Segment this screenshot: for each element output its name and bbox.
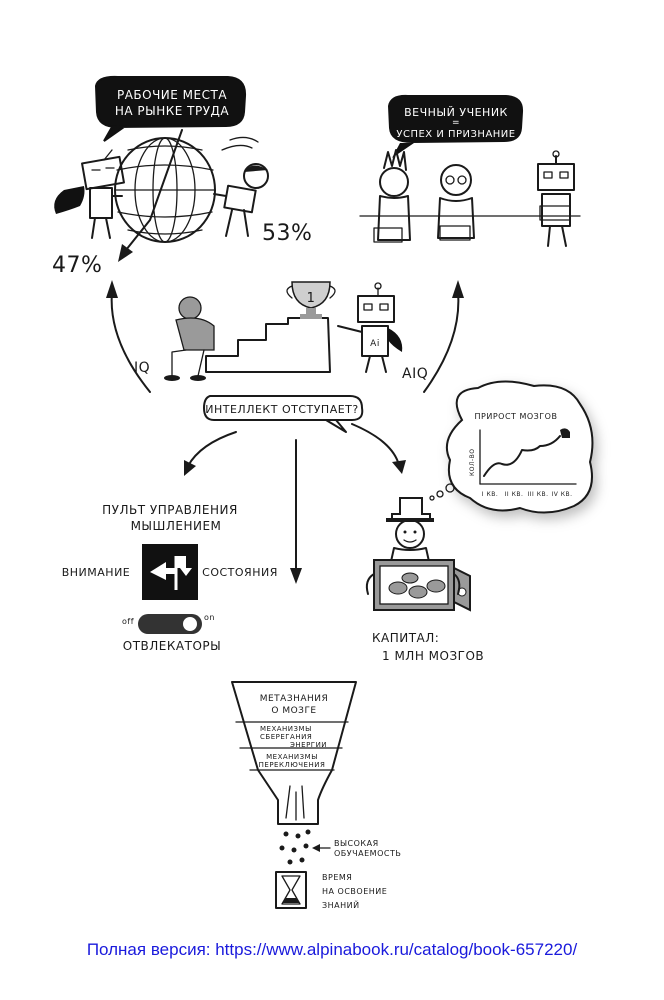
- arrowhead-icon: [290, 568, 302, 584]
- capital-scene: КАПИТАЛ: 1 МЛН МОЗГОВ: [365, 497, 484, 663]
- arrowhead-icon: [106, 280, 118, 298]
- x-tick-4: IV КВ.: [551, 491, 572, 498]
- right-down-arrow: [351, 423, 399, 463]
- jobs-bubble-line2: НА РЫНКЕ ТРУДА: [115, 104, 230, 118]
- pct-right-label: 53%: [262, 221, 312, 246]
- funnel-band2-line3: ЭНЕРГИИ: [290, 741, 327, 749]
- jobs-bubble: [94, 75, 247, 142]
- globe-icon: [114, 137, 216, 243]
- student-bubble: [388, 94, 524, 158]
- arrowhead-icon: [392, 460, 406, 474]
- arrowhead-icon: [118, 244, 133, 262]
- growth-chart-ylabel: КОЛ-ВО: [469, 449, 476, 477]
- stairs-podium: [205, 317, 331, 373]
- hourglass-icon: [275, 871, 307, 909]
- thinking-man-icon: [164, 296, 215, 381]
- student-bubble-line1: ВЕЧНЫЙ УЧЕНИК: [404, 106, 508, 119]
- high-learnability-line1: ВЫСОКАЯ: [334, 839, 379, 848]
- arrowhead-icon: [184, 460, 196, 476]
- capital-line2: 1 МЛН МОЗГОВ: [382, 649, 484, 663]
- question-bubble: [203, 395, 364, 433]
- toggle-on-label: on: [204, 613, 215, 622]
- funnel-band1-line1: МЕТАЗНАНИЯ: [260, 694, 329, 704]
- pct-left-label: 47%: [52, 253, 102, 278]
- right-up-arrow: [423, 291, 460, 393]
- funnel-band3-line2: ПЕРЕКЛЮЧЕНИЯ: [259, 761, 326, 769]
- full-version-link[interactable]: Полная версия: https://www.alpinabook.ru…: [86, 940, 578, 959]
- student-bubble-eq: =: [452, 118, 460, 128]
- capital-line1: КАПИТАЛ:: [372, 631, 439, 645]
- podium-scene: IQ AIQ 1 Ai: [106, 280, 464, 584]
- down-arrow: [125, 129, 183, 251]
- funnel-band2-line1: МЕХАНИЗМЫ: [260, 725, 312, 733]
- man-pusher-icon: [213, 136, 269, 237]
- iq-label: IQ: [134, 360, 150, 376]
- time-label-line3: ЗНАНИЙ: [322, 899, 360, 910]
- left-up-arrow: [110, 291, 151, 393]
- trophy-icon: 1: [286, 281, 336, 319]
- eternal-student-scene: ВЕЧНЫЙ УЧЕНИК = УСПЕХ И ПРИЗНАНИЕ: [359, 94, 581, 247]
- top-hat-man-icon: [386, 497, 434, 567]
- funnel-body: [231, 681, 357, 825]
- brain-growth-cloud: ПРИРОСТ МОЗГОВ КОЛ-ВО I КВ. II КВ. III К…: [429, 380, 594, 514]
- control-panel-scene: ПУЛЬТ УПРАВЛЕНИЯ МЫШЛЕНИЕМ ВНИМАНИЕ СОСТ…: [62, 503, 278, 653]
- distractors-label: ОТВЛЕКАТОРЫ: [123, 639, 221, 653]
- x-tick-3: III КВ.: [528, 491, 549, 498]
- robot-pusher-icon: [54, 149, 125, 239]
- jobs-bubble-line1: РАБОЧИЕ МЕСТА: [117, 88, 227, 102]
- attention-label: ВНИМАНИЕ: [62, 566, 131, 579]
- two-way-arrow-icon: [150, 556, 192, 590]
- student-elder-icon: [437, 164, 475, 241]
- control-panel-title-line2: МЫШЛЕНИЕМ: [131, 519, 222, 533]
- funnel-band1-line2: О МОЗГЕ: [271, 706, 316, 716]
- x-tick-1: I КВ.: [482, 491, 498, 498]
- funnel-band2-line2: СБЕРЕГАНИЯ: [260, 733, 312, 741]
- states-label: СОСТОЯНИЯ: [202, 566, 278, 579]
- aiq-label: AIQ: [402, 366, 428, 382]
- toggle-knob: [181, 615, 199, 633]
- falling-drops-icon: [279, 829, 311, 865]
- x-tick-2: II КВ.: [505, 491, 524, 498]
- student-bubble-line2: УСПЕХ И ПРИЗНАНИЕ: [396, 129, 515, 140]
- robot-ai-icon: Ai: [337, 282, 403, 373]
- knowledge-funnel: МЕТАЗНАНИЯ О МОЗГЕ МЕХАНИЗМЫ СБЕРЕГАНИЯ …: [231, 681, 401, 910]
- growth-curve: [483, 435, 561, 477]
- funnel-band3-line1: МЕХАНИЗМЫ: [266, 753, 318, 761]
- cloud-bubble: [446, 380, 594, 514]
- student-punk-icon: [373, 149, 411, 243]
- arrowhead-icon: [452, 280, 464, 298]
- time-label-line1: ВРЕМЯ: [322, 873, 352, 882]
- left-down-arrow: [187, 431, 237, 467]
- jobs-market-scene: РАБОЧИЕ МЕСТА НА РЫНКЕ ТРУДА: [52, 75, 312, 278]
- toggle-off-label: off: [122, 617, 134, 626]
- growth-chart-title: ПРИРОСТ МОЗГОВ: [475, 412, 558, 421]
- question-text: ИНТЕЛЛЕКТ ОТСТУПАЕТ?: [205, 403, 358, 416]
- time-label-line2: НА ОСВОЕНИЕ: [322, 887, 387, 896]
- trophy-number: 1: [307, 291, 316, 306]
- robot-badge: Ai: [370, 339, 380, 349]
- high-learnability-line2: ОБУЧАЕМОСТЬ: [334, 849, 401, 858]
- control-panel-title-line1: ПУЛЬТ УПРАВЛЕНИЯ: [102, 503, 238, 517]
- brain-icon: [560, 428, 570, 438]
- brain-chest-icon: [365, 559, 471, 612]
- student-robot-icon: [537, 150, 575, 247]
